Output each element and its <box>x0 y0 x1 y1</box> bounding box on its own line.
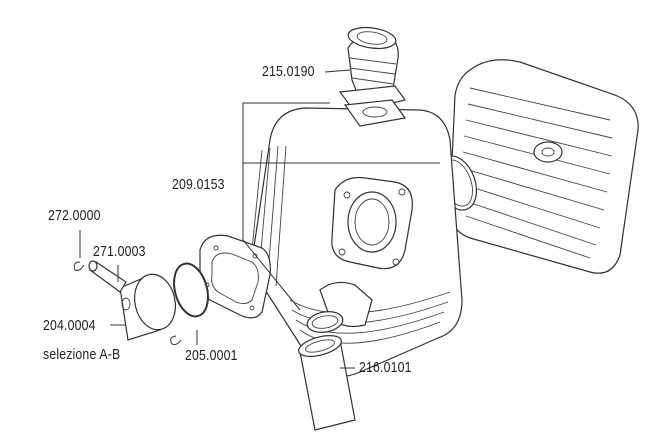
label-cylinder-kit: 209.0153 <box>172 176 225 193</box>
circlip-bottom <box>170 335 182 345</box>
label-exhaust-flange: 216.0101 <box>359 359 412 376</box>
piston <box>119 273 177 341</box>
intake-manifold <box>338 26 407 127</box>
leader-lines <box>79 69 440 369</box>
cylinder <box>251 107 463 378</box>
label-circlip: 272.0000 <box>48 207 101 224</box>
piston-ring <box>173 262 209 318</box>
piston-pin <box>88 260 127 293</box>
base-gasket <box>199 234 271 319</box>
exhaust-flange <box>298 311 356 431</box>
circlip-top <box>73 261 85 271</box>
cylinder-head <box>449 59 639 274</box>
label-piston-ring: 205.0001 <box>185 347 238 364</box>
label-intake-manifold: 215.0190 <box>262 63 315 80</box>
label-piston: 204.0004 <box>43 317 96 334</box>
label-piston-pin: 271.0003 <box>93 243 146 260</box>
label-piston-selection: selezione A-B <box>43 346 121 363</box>
